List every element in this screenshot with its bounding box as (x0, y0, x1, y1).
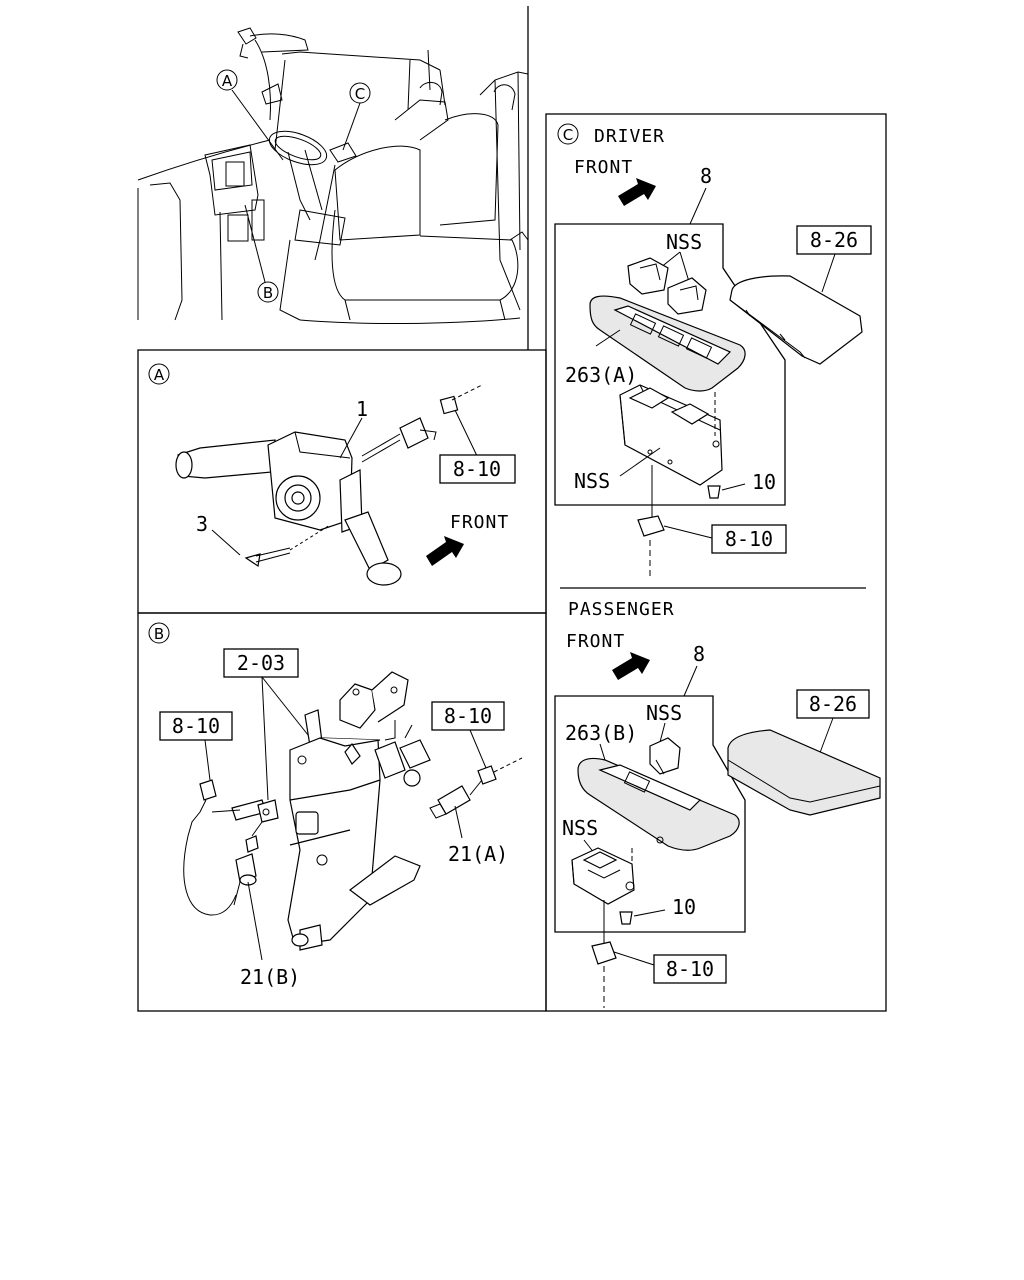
driver-ref-8-10-label: 8-10 (725, 527, 773, 551)
part-1-label: 1 (356, 397, 368, 421)
passenger-nss-top-label: NSS (646, 701, 682, 725)
ref-8-10-right-label: 8-10 (444, 704, 492, 728)
panel-a-tag-circle (148, 363, 170, 385)
passenger-ref-8-10-label: 8-10 (666, 957, 714, 981)
callout-a-label: A (222, 72, 233, 90)
passenger-front-label: FRONT (566, 631, 625, 652)
part-21a-label: 21(A) (448, 842, 508, 866)
front-arrow-icon (426, 536, 464, 566)
passenger-section: PASSENGER FRONT 8 NSS 263(B) NSS (554, 599, 881, 1008)
frame (137, 6, 887, 1012)
cab-interior-overview: A C B (137, 27, 529, 325)
passenger-part-10-label: 10 (672, 895, 696, 919)
driver-nss-top-label: NSS (666, 230, 702, 254)
callout-a-circle (216, 69, 238, 91)
panel-b-tag: B (154, 625, 164, 643)
panel-a-combination-switch: A 1 3 8-10 FRONT (148, 363, 516, 586)
panel-b-pedal-assembly: B 2-03 8- (148, 622, 523, 989)
part-21b-label: 21(B) (240, 965, 300, 989)
driver-part-10-label: 10 (752, 470, 776, 494)
ref-2-03-box (223, 648, 299, 678)
passenger-nss-bottom-label: NSS (562, 816, 598, 840)
passenger-part-8-label: 8 (693, 642, 705, 666)
front-label: FRONT (450, 512, 509, 533)
passenger-ref-8-26-label: 8-26 (809, 692, 857, 716)
driver-front-arrow-icon (618, 178, 656, 206)
driver-section: DRIVER FRONT 8 NSS 263(A) (554, 126, 872, 578)
panel-c-tag-circle (557, 123, 579, 145)
panel-c-tag: C (563, 126, 573, 144)
panel-b-tag-circle (148, 622, 170, 644)
driver-part-8-label: 8 (700, 164, 712, 188)
driver-ref-8-10-box (711, 524, 787, 554)
part-3-label: 3 (196, 512, 208, 536)
driver-ref-8-26-label: 8-26 (810, 228, 858, 252)
passenger-front-arrow-icon (612, 652, 650, 680)
ref-8-10-box (439, 454, 516, 484)
panel-c-window-switches: C DRIVER FRONT 8 NSS 263(A) (554, 123, 881, 1008)
callout-c-label: C (355, 85, 365, 103)
passenger-ref-8-10-box (653, 954, 727, 984)
ref-2-03-label: 2-03 (237, 651, 285, 675)
callout-b-label: B (263, 284, 273, 302)
callout-b-circle (257, 281, 279, 303)
ref-8-10-left-box (159, 711, 233, 741)
driver-assembly-box (554, 223, 786, 506)
panel-a-tag: A (154, 366, 165, 384)
ref-8-10-left-label: 8-10 (172, 714, 220, 738)
passenger-title: PASSENGER (568, 599, 675, 620)
ref-8-10-label: 8-10 (453, 457, 501, 481)
driver-title: DRIVER (594, 126, 665, 147)
passenger-assembly-box (554, 695, 746, 933)
passenger-part-263b-label: 263(B) (565, 721, 637, 745)
driver-ref-8-26-box (796, 225, 872, 255)
driver-part-263a-label: 263(A) (565, 363, 637, 387)
driver-nss-bottom-label: NSS (574, 469, 610, 493)
callout-c-circle (349, 82, 371, 104)
driver-front-label: FRONT (574, 157, 633, 178)
ref-8-10-right-box (431, 701, 505, 731)
